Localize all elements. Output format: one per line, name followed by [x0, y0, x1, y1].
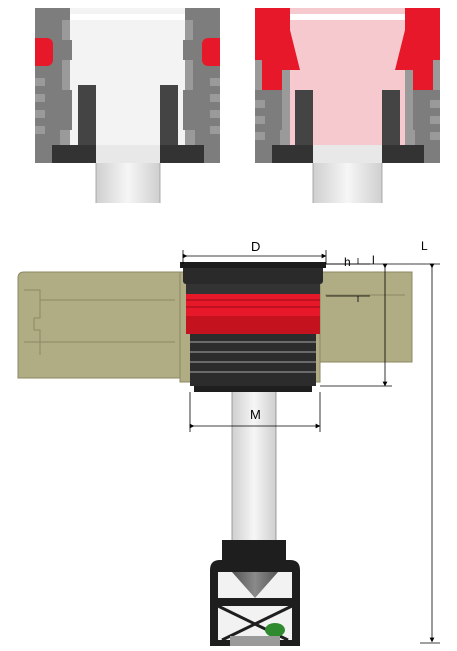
rod-left — [96, 163, 160, 203]
dim-label-D: D — [251, 239, 261, 254]
cross-section-left — [35, 8, 220, 203]
dim-label-h: h — [344, 255, 351, 269]
seal-right-b — [395, 8, 440, 90]
cross-section-right — [255, 8, 440, 203]
seal-left-a — [35, 38, 53, 66]
dim-label-L: L — [421, 239, 428, 253]
dim-label-M: M — [250, 407, 261, 422]
board-right — [319, 271, 413, 363]
inner-sleeve-left — [78, 85, 96, 155]
dim-label-l: l — [372, 253, 375, 267]
dimension-lines — [182, 250, 440, 644]
green-element — [265, 623, 285, 637]
cone-tip — [232, 572, 278, 598]
lower-cap — [222, 540, 286, 560]
rod-right — [313, 163, 382, 203]
seal-right-a — [255, 8, 300, 90]
inner-sleeve-right — [160, 85, 178, 155]
board-left — [17, 271, 181, 379]
assembly-main — [17, 262, 413, 646]
rod-main — [232, 392, 276, 542]
seal-left-b — [202, 38, 220, 66]
